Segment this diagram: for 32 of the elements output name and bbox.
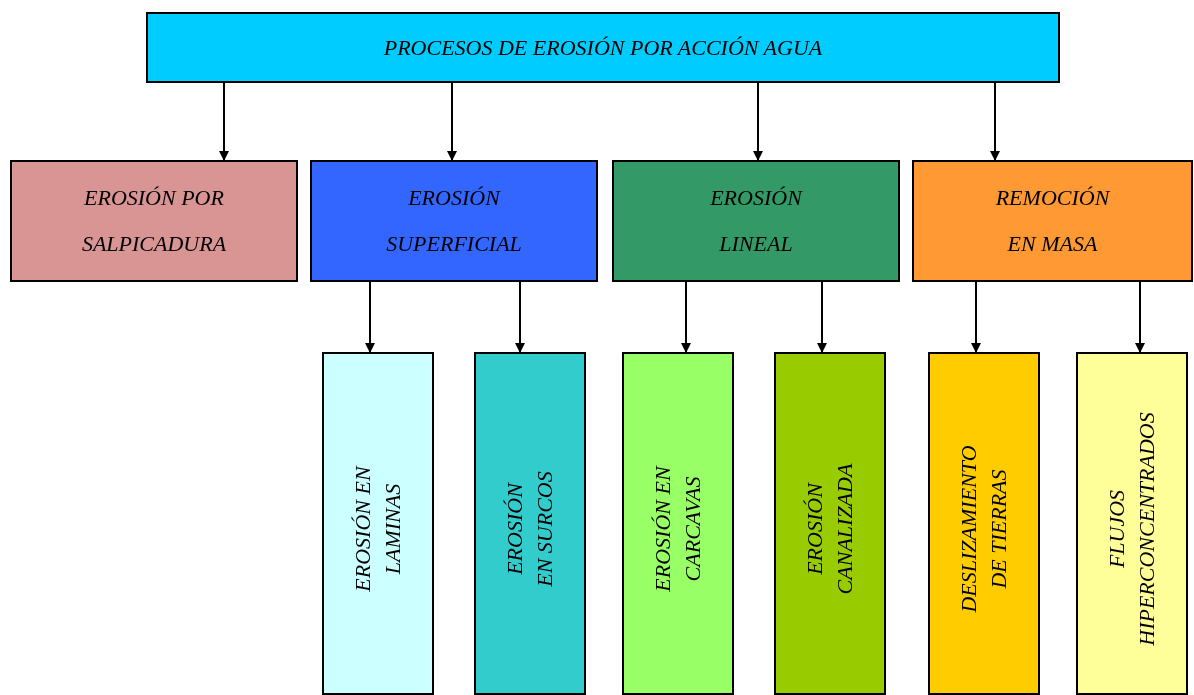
category-column — [774, 352, 886, 695]
arrow — [447, 82, 457, 161]
category-box — [612, 160, 900, 282]
category-label: DESLIZAMIENTO DE TIERRAS — [955, 444, 1012, 615]
category-label: REMOCIÓN EN MASA — [994, 184, 1112, 258]
arrow — [971, 281, 981, 353]
title-text: PROCESOS DE EROSIÓN POR ACCIÓN AGUA — [382, 33, 824, 62]
category-column — [1076, 352, 1188, 695]
category-label: EROSIÓN EN SURCOS — [501, 470, 558, 589]
category-label: FLUJOS HIPERCONCENTRADOS — [1103, 411, 1160, 648]
category-label: EROSIÓN SUPERFICIAL — [385, 184, 523, 258]
category-label: EROSIÓN EN CARCAVAS — [649, 464, 706, 594]
arrow — [990, 82, 1000, 161]
category-box — [912, 160, 1193, 282]
category-label: EROSIÓN CANALIZADA — [801, 462, 858, 597]
arrow — [1135, 281, 1145, 353]
category-column — [622, 352, 734, 695]
category-column — [322, 352, 434, 695]
category-column — [928, 352, 1040, 695]
title-box — [146, 12, 1060, 83]
arrow — [219, 82, 229, 161]
category-box — [10, 160, 298, 282]
category-label: EROSIÓN LINEAL — [709, 184, 804, 258]
category-box — [310, 160, 598, 282]
arrow — [681, 281, 691, 353]
arrow — [817, 281, 827, 353]
category-label: EROSIÓN EN LAMINAS — [349, 464, 406, 594]
arrow — [515, 281, 525, 353]
arrow — [365, 281, 375, 353]
arrow — [753, 82, 763, 161]
category-label: EROSIÓN POR SALPICADURA — [80, 184, 228, 258]
category-column — [474, 352, 586, 695]
